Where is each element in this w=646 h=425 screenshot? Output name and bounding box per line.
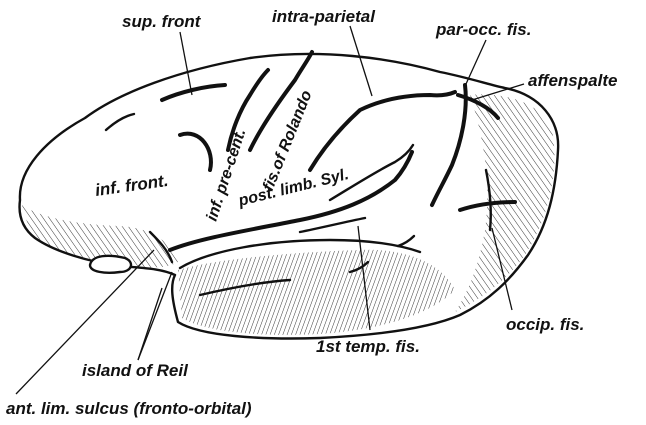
- leader-island-2: [138, 272, 172, 360]
- label-affenspalte: affenspalte: [528, 71, 617, 90]
- label-island-of-reil: island of Reil: [82, 361, 189, 380]
- label-sup-front: sup. front: [122, 12, 202, 31]
- label-1st-temp-fis: 1st temp. fis.: [316, 337, 420, 356]
- olfactory-bulb: [90, 256, 131, 273]
- label-par-occ-fis: par-occ. fis.: [435, 20, 531, 39]
- label-intra-parietal: intra-parietal: [272, 7, 376, 26]
- label-occip-fis: occip. fis.: [506, 315, 584, 334]
- leader-par-occ: [466, 40, 486, 84]
- label-ant-lim-sulcus: ant. lim. sulcus (fronto-orbital): [6, 399, 252, 418]
